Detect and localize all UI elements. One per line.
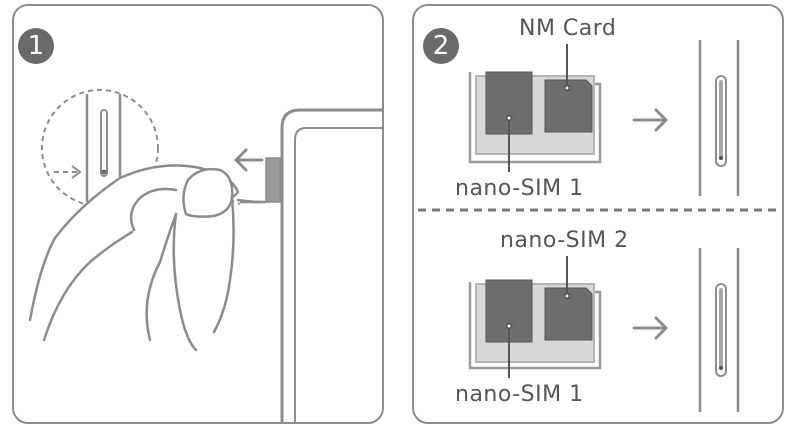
step-1-badge: 1: [18, 28, 54, 64]
right-arrow-icon: [632, 316, 668, 340]
inserted-tray-bottom: [698, 248, 740, 412]
step-2-badge: 2: [423, 28, 459, 64]
inserted-tray-top: [698, 40, 740, 196]
leader-lines-bottom: [505, 256, 571, 378]
nano-sim-1-label-top: nano-SIM 1: [455, 176, 584, 201]
nano-sim-2-label: nano-SIM 2: [500, 228, 629, 253]
right-arrow-icon: [632, 108, 668, 132]
sim-tray-slot: [265, 157, 281, 203]
leader-lines-top: [505, 44, 571, 172]
left-arrow-icon: [234, 148, 264, 172]
nano-sim-2-card: [544, 287, 593, 341]
hand-illustration: [28, 164, 264, 352]
phone-edge: [280, 108, 382, 424]
nm-card-top: [544, 79, 593, 133]
nano-sim-1-label-bottom: nano-SIM 1: [455, 382, 584, 407]
nm-card-label: NM Card: [519, 16, 617, 41]
